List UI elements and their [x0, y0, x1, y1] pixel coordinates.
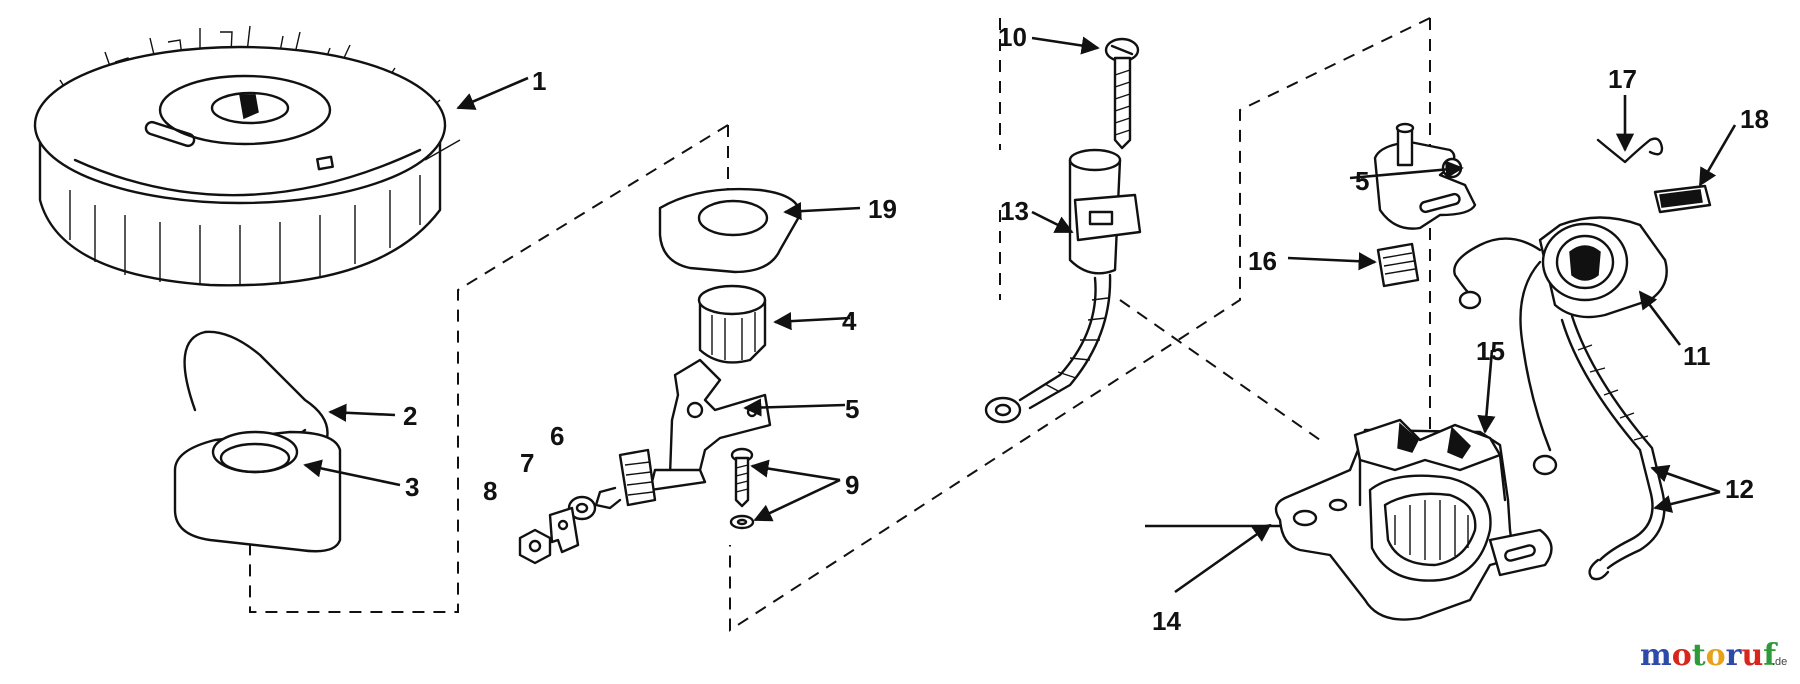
small-spring-part [1596, 137, 1664, 164]
callout-5-upper: 5 [1355, 166, 1369, 196]
condenser-screw-part [1104, 37, 1140, 150]
callout-17: 17 [1608, 64, 1637, 94]
condenser-part [984, 148, 1142, 424]
callout-7: 7 [520, 448, 534, 478]
callout-3: 3 [405, 472, 419, 502]
washer-part [567, 495, 597, 521]
watermark-letter: f [1763, 638, 1778, 673]
clip-part [1653, 184, 1712, 214]
callout-11: 11 [1683, 341, 1711, 371]
callout-13: 13 [1000, 196, 1029, 226]
breaker-housing-part [1274, 418, 1553, 621]
watermark-letter: r [1726, 638, 1743, 673]
watermark-letter: o [1706, 638, 1726, 673]
breaker-cover-part [173, 430, 342, 553]
callout-9: 9 [845, 470, 859, 500]
callout-arrows [303, 36, 1737, 594]
coil-part [1453, 216, 1668, 581]
callout-18: 18 [1740, 104, 1769, 134]
callout-12: 12 [1725, 474, 1754, 504]
nut-part [518, 528, 552, 565]
watermark-tld: .de [1772, 656, 1787, 668]
felt-pad-part [1376, 242, 1420, 288]
terminal-part [548, 506, 580, 554]
watermark-logo: motoruf .de [1640, 638, 1787, 673]
watermark-letter: o [1672, 638, 1692, 673]
callout-labels: 1 2 3 4 5 6 7 8 9 10 11 12 13 14 15 16 1… [403, 22, 1769, 636]
watermark-brand: motoruf [1640, 638, 1778, 673]
watermark-letter: t [1692, 638, 1706, 673]
flywheel-part [33, 25, 461, 287]
callout-6: 6 [550, 421, 564, 451]
callout-19: 19 [868, 194, 897, 224]
bushing-part [697, 284, 767, 364]
callout-2: 2 [403, 401, 417, 431]
watermark-letter: m [1640, 638, 1672, 673]
bracket-part [1373, 122, 1477, 230]
callout-10: 10 [998, 22, 1027, 52]
callout-5-lower: 5 [845, 394, 859, 424]
callout-8: 8 [483, 476, 497, 506]
screw-washer-part [729, 447, 755, 530]
callout-16: 16 [1248, 246, 1277, 276]
callout-4: 4 [842, 306, 857, 336]
callout-14: 14 [1152, 606, 1181, 636]
callout-15: 15 [1476, 336, 1505, 366]
watermark-letter: u [1741, 638, 1763, 673]
callout-1: 1 [532, 66, 546, 96]
plate-part [658, 187, 802, 274]
breaker-arm-part [594, 358, 772, 510]
